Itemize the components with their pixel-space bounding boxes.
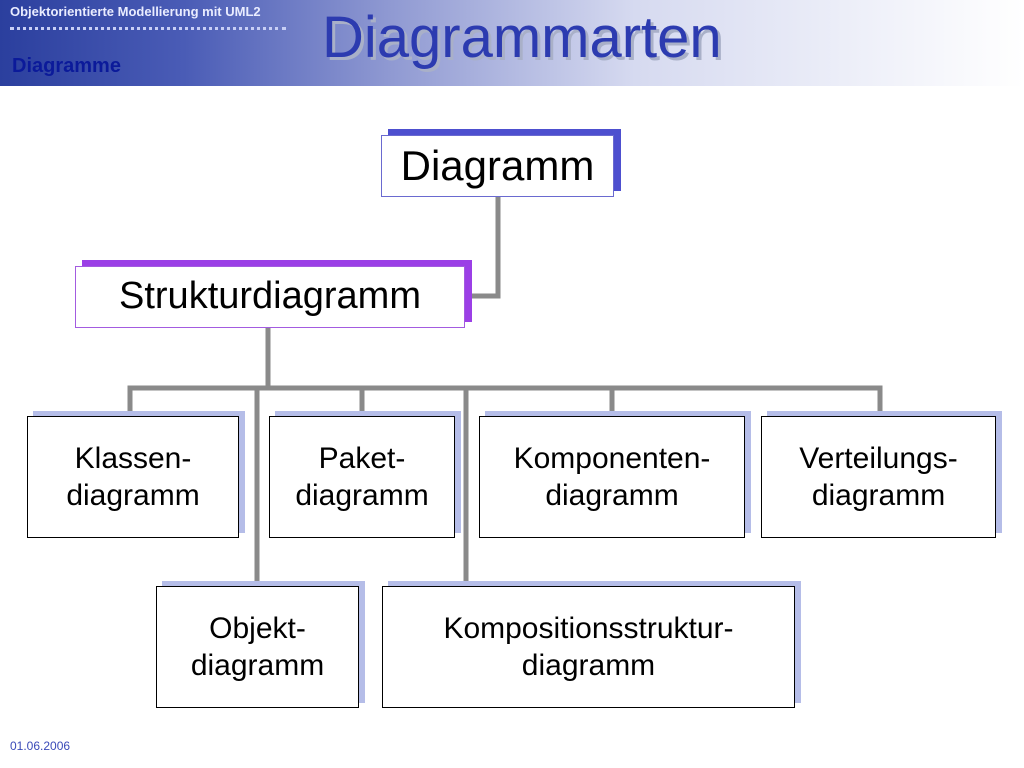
node-label-line1: Klassen- bbox=[74, 441, 192, 475]
node-strukturdiagramm: Strukturdiagramm bbox=[75, 266, 465, 328]
node-kompositionsstrukturdiagramm: Kompositionsstruktur- diagramm bbox=[382, 586, 795, 708]
header-band bbox=[0, 0, 1024, 86]
connector-root-structure bbox=[467, 194, 501, 299]
header-divider bbox=[10, 27, 286, 30]
node-label-line1: Kompositionsstruktur- bbox=[443, 611, 734, 645]
node-label-line1: Verteilungs- bbox=[799, 441, 958, 475]
node-label-line2: diagramm bbox=[295, 479, 429, 512]
node-diagramm: Diagramm bbox=[381, 135, 614, 197]
node-strukturdiagramm-label: Strukturdiagramm bbox=[119, 275, 421, 318]
slide-title: Diagrammarten bbox=[322, 5, 722, 70]
node-label-line2: diagramm bbox=[521, 649, 656, 682]
node-label-line2: diagramm bbox=[190, 649, 325, 682]
course-title: Objektorientierte Modellierung mit UML2 bbox=[10, 4, 261, 19]
node-label-line2: diagramm bbox=[66, 479, 200, 512]
node-label-line2: diagramm bbox=[545, 479, 679, 512]
node-label-line1: Komponenten- bbox=[513, 441, 711, 475]
node-klassendiagramm: Klassen- diagramm bbox=[27, 416, 239, 538]
node-diagramm-label: Diagramm bbox=[400, 141, 595, 189]
node-label-line1: Paket- bbox=[318, 441, 406, 475]
section-label: Diagramme bbox=[12, 55, 121, 77]
footer-date: 01.06.2006 bbox=[10, 739, 71, 753]
node-paketdiagramm: Paket- diagramm bbox=[269, 416, 455, 538]
node-label-line2: diagramm bbox=[811, 479, 946, 512]
node-objektdiagramm: Objekt- diagramm bbox=[156, 586, 359, 708]
node-komponentendiagramm: Komponenten- diagramm bbox=[479, 416, 745, 538]
node-label-line1: Objekt- bbox=[209, 611, 306, 645]
node-verteilungsdiagramm: Verteilungs- diagramm bbox=[761, 416, 996, 538]
